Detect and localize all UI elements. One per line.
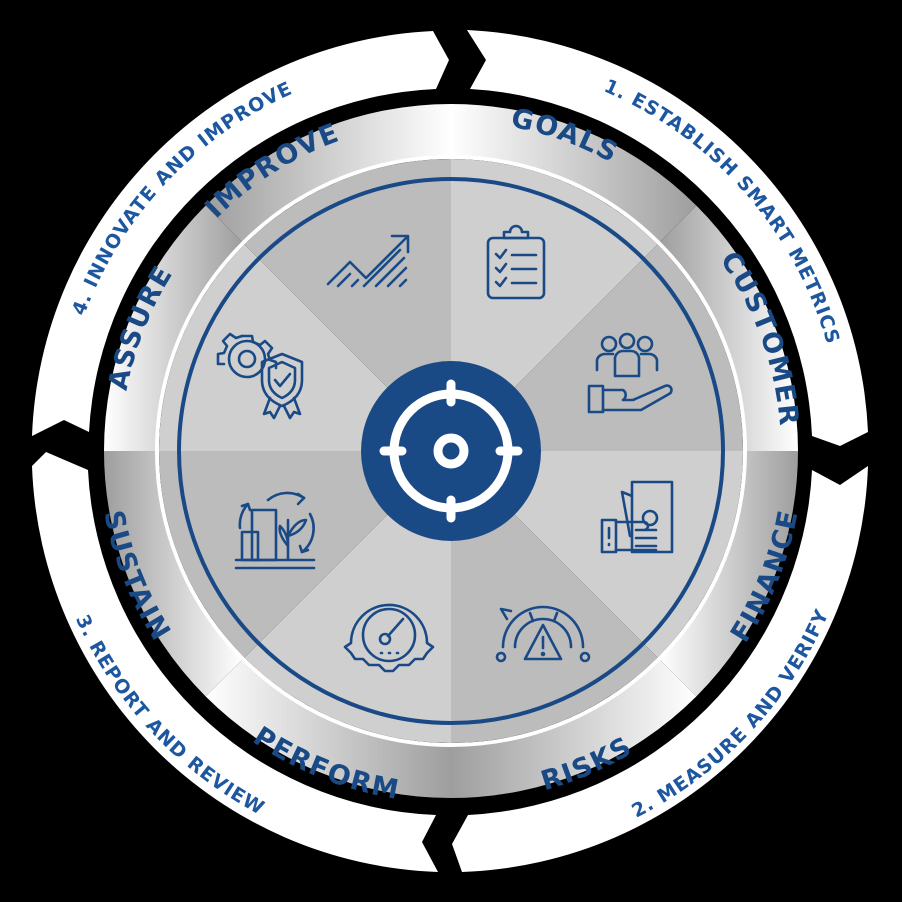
money-hand-icon: [600, 480, 674, 554]
center-target: [361, 361, 541, 541]
inner-pie: [159, 159, 743, 743]
inner-ring: [177, 177, 725, 725]
phase-ribbon-2: [452, 466, 868, 872]
risk-gauge-warning-icon: [495, 605, 591, 663]
gear-shield-badge-icon: [216, 332, 304, 420]
phase-ribbon-3: [32, 452, 438, 872]
segment-band: [103, 103, 798, 798]
sustainable-building-icon: [234, 491, 316, 570]
clipboard-checklist-icon: [486, 224, 546, 300]
phase-ribbon: [32, 30, 868, 872]
customers-hand-icon: [587, 332, 673, 414]
phase-ribbon-4: [32, 31, 449, 436]
growth-chart-arrow-icon: [326, 234, 410, 288]
band-separator: [155, 155, 747, 747]
phase-ribbon-1: [467, 30, 868, 446]
performance-gauge-gear-icon: [343, 603, 435, 673]
target-crosshair-icon: [379, 379, 523, 523]
